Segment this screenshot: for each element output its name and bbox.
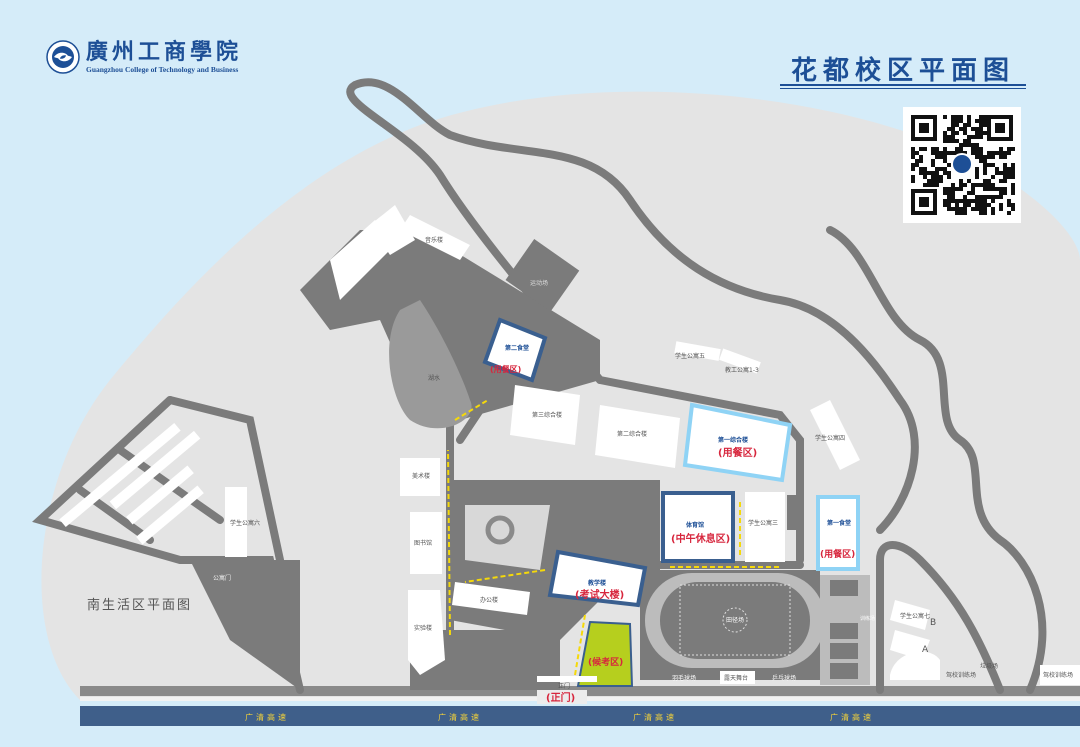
lake-label: 湖水 [428, 374, 440, 382]
third-complex-label: 第三综合楼 [532, 411, 562, 419]
waiting-area-label: (候考区) [588, 656, 623, 668]
main-gate-label: (正门) [546, 691, 575, 704]
second-complex-label: 第二综合楼 [617, 430, 647, 438]
waiting-area: (候考区) [576, 620, 634, 687]
office-building-label: 办公楼 [480, 596, 498, 604]
first-complex: 第一综合楼 (用餐区) [682, 402, 793, 483]
pingpong-label: 乒乓球场 [772, 674, 796, 682]
first-complex-label: 第一综合楼 [717, 436, 748, 444]
first-complex-note: (用餐区) [718, 446, 757, 459]
main-gate-small-label: 正门 [558, 682, 570, 690]
second-canteen: 第二食堂 (用餐区) [482, 317, 548, 383]
apartment-gate-label: 公寓门 [213, 574, 231, 582]
dorm7-a-label: A [922, 645, 929, 655]
south-campus-title: 南生活区平面图 [87, 597, 192, 613]
dorm4-label: 学生公寓四 [815, 434, 845, 442]
first-canteen-label: 第一食堂 [826, 519, 851, 527]
plaza-fountain [485, 515, 515, 545]
small-building [787, 495, 802, 530]
teaching-note: (考试大楼) [575, 588, 624, 601]
highway-label-1: 广清高速 [245, 712, 289, 722]
school-name-english: Guangzhou College of Technology and Busi… [86, 65, 239, 74]
main-gate[interactable]: 正门 (正门) [537, 676, 597, 704]
garbage-label: 垃圾场 [980, 662, 998, 670]
first-canteen-note: (用餐区) [820, 548, 855, 560]
first-canteen: 第一食堂 (用餐区) [816, 495, 860, 571]
route-arrows [447, 399, 780, 676]
second-canteen-note: (用餐区) [490, 364, 521, 374]
second-canteen-label: 第二食堂 [504, 344, 529, 352]
title-underline-thin [780, 88, 1026, 89]
dorm7-label: 学生公寓七 [900, 612, 930, 620]
gym: 体育馆 (中午休息区) [661, 491, 735, 563]
stage-label: 露天舞台 [724, 674, 748, 682]
dorm5-label: 学生公寓五 [675, 352, 705, 360]
qr-code-icon [911, 115, 1015, 215]
lake [389, 300, 472, 429]
library-label: 图书馆 [414, 539, 432, 547]
school-name: 廣州工商學院 [86, 39, 243, 65]
teaching-label: 教学楼 [587, 579, 606, 587]
music-building-label: 音乐楼 [425, 236, 443, 244]
track-field: 田径场 羽毛球场 露天舞台 乒乓球场 [645, 573, 825, 684]
highway-band [80, 706, 1080, 726]
qr-code [903, 107, 1021, 223]
gym-note: (中午休息区) [671, 532, 730, 545]
highway-label-2: 广清高速 [438, 712, 482, 722]
gym-label: 体育馆 [686, 521, 704, 529]
teaching-building: 教学楼 (考试大楼) [547, 549, 648, 608]
school-emblem-icon [46, 40, 80, 74]
stadium-hall-label: 运动场 [530, 279, 548, 287]
art-building-label: 美术楼 [412, 472, 430, 480]
staff-apartments-label: 教工公寓1-3 [725, 366, 759, 374]
buildings [59, 205, 1080, 685]
track-field-label: 田径场 [726, 616, 744, 624]
dorm7-b-label: B [930, 618, 936, 628]
training-label: 训练场 [860, 615, 875, 622]
school-logo: 廣州工商學院 Guangzhou College of Technology a… [46, 40, 242, 74]
page-title: 花都校区平面图 [790, 56, 1015, 86]
driving-school-label-2: 驾校训练场 [1043, 671, 1073, 679]
dorm3-label: 学生公寓三 [748, 519, 778, 527]
driving-school-label-1: 驾校训练场 [946, 671, 976, 679]
courts: 训练场 [820, 575, 875, 685]
highway-label-4: 广清高速 [830, 712, 874, 722]
highway-label-3: 广清高速 [633, 712, 677, 722]
lab-building-label: 实验楼 [414, 624, 432, 632]
dorm6-label: 学生公寓六 [230, 519, 260, 527]
title-underline [780, 84, 1026, 86]
badminton-label: 羽毛球场 [672, 674, 696, 682]
